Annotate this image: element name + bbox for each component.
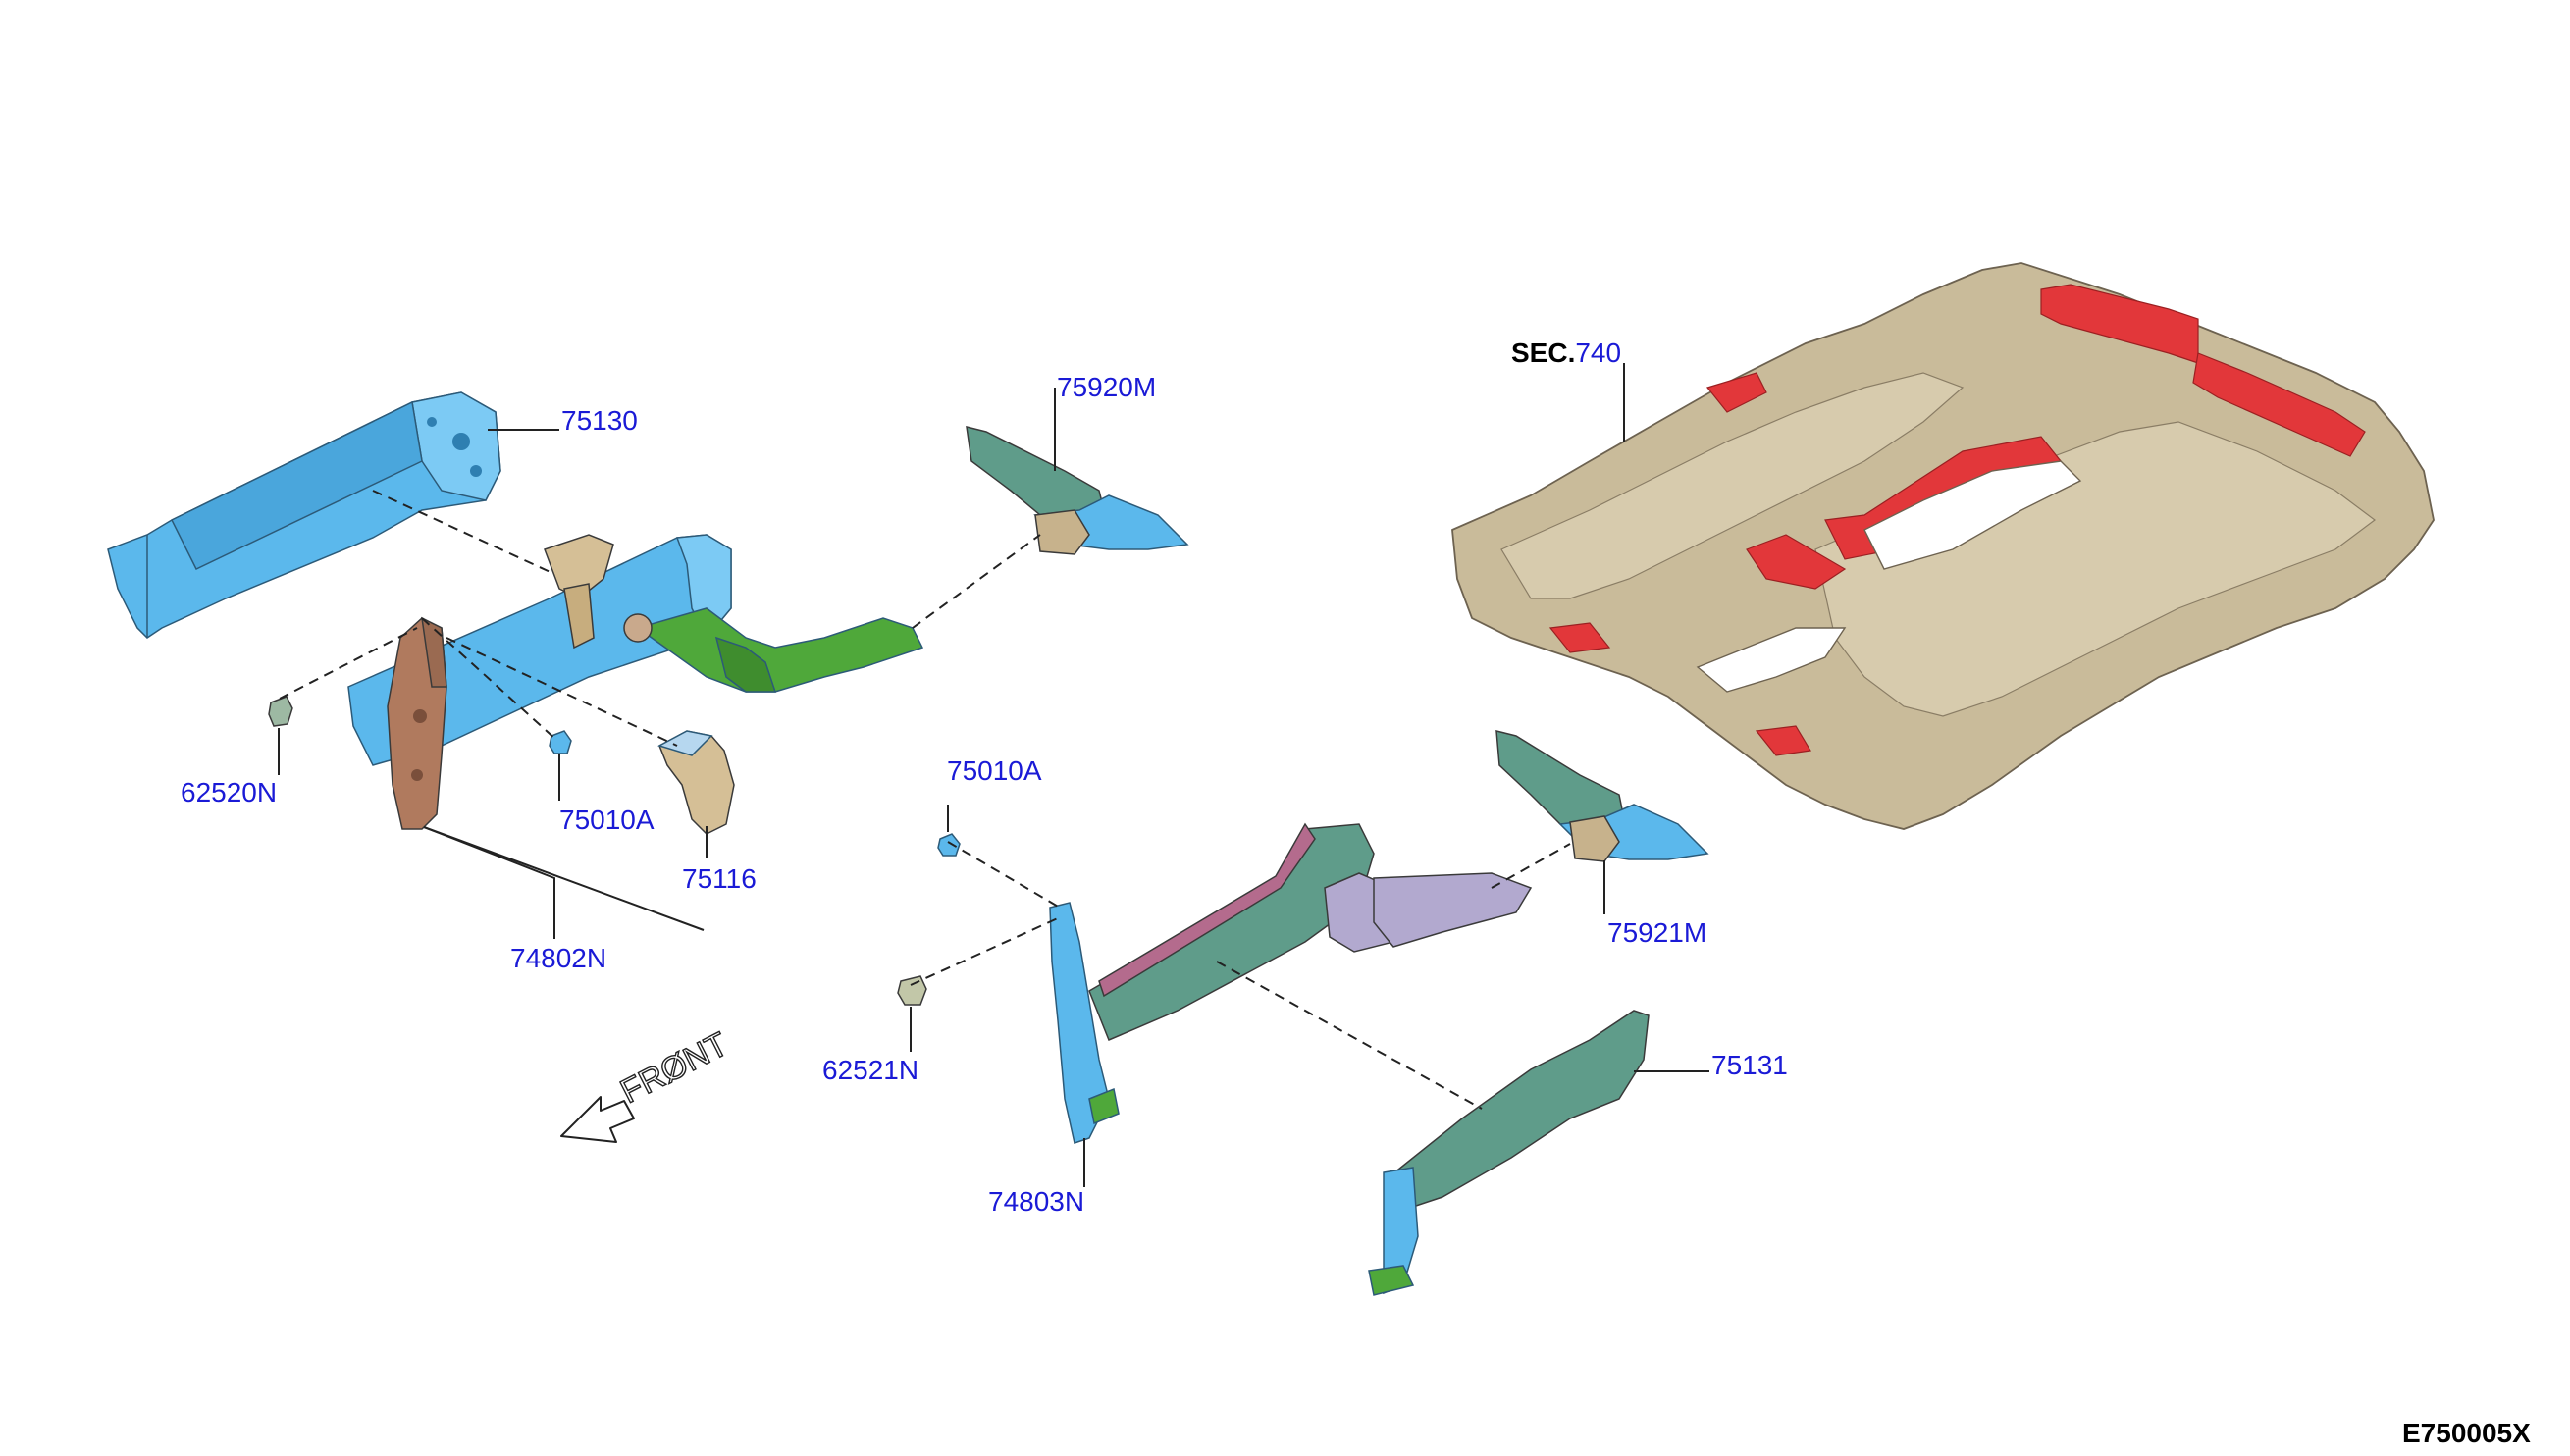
callout-74803N[interactable]: 74803N (988, 1186, 1084, 1217)
part-75920M-bracket (966, 426, 1189, 555)
floor-panel-sec-740 (1451, 262, 2435, 830)
part-75010A-nut-right (937, 833, 961, 857)
callout-75010A-right[interactable]: 75010A (947, 755, 1042, 786)
leader-lines (278, 363, 1709, 1187)
callout-75920M[interactable]: 75920M (1057, 372, 1156, 402)
callout-75921M[interactable]: 75921M (1607, 917, 1706, 948)
section-number: 740 (1575, 338, 1621, 368)
callout-74802N[interactable]: 74802N (510, 943, 606, 973)
callout-75116[interactable]: 75116 (682, 863, 757, 894)
part-74803N-side-member-right (1049, 822, 1533, 1144)
part-75116-bracket (657, 730, 735, 835)
part-75010A-nut-left (549, 730, 572, 754)
section-prefix: SEC. (1511, 338, 1575, 368)
front-direction-indicator: FRØNT (560, 1024, 735, 1143)
front-arrow-icon (560, 1096, 635, 1143)
part-75131-rail (1368, 1010, 1650, 1296)
callout-75130[interactable]: 75130 (561, 405, 638, 436)
callout-62521N[interactable]: 62521N (822, 1055, 918, 1085)
part-75921M-bracket (1495, 730, 1709, 862)
callout-75010A-left[interactable]: 75010A (559, 805, 655, 835)
part-62520N-clip (268, 696, 293, 727)
front-label: FRØNT (614, 1025, 734, 1111)
part-75130-rail (107, 391, 501, 639)
callout-75131[interactable]: 75131 (1711, 1050, 1788, 1080)
part-74802N-pillar (387, 616, 447, 830)
section-reference[interactable]: SEC.740 (1511, 338, 1621, 368)
assembly-dashed-lines (279, 490, 1571, 1110)
part-62521N-clip (897, 975, 927, 1006)
diagram-code: E750005X (2402, 1418, 2531, 1448)
callout-62520N[interactable]: 62520N (181, 777, 277, 807)
